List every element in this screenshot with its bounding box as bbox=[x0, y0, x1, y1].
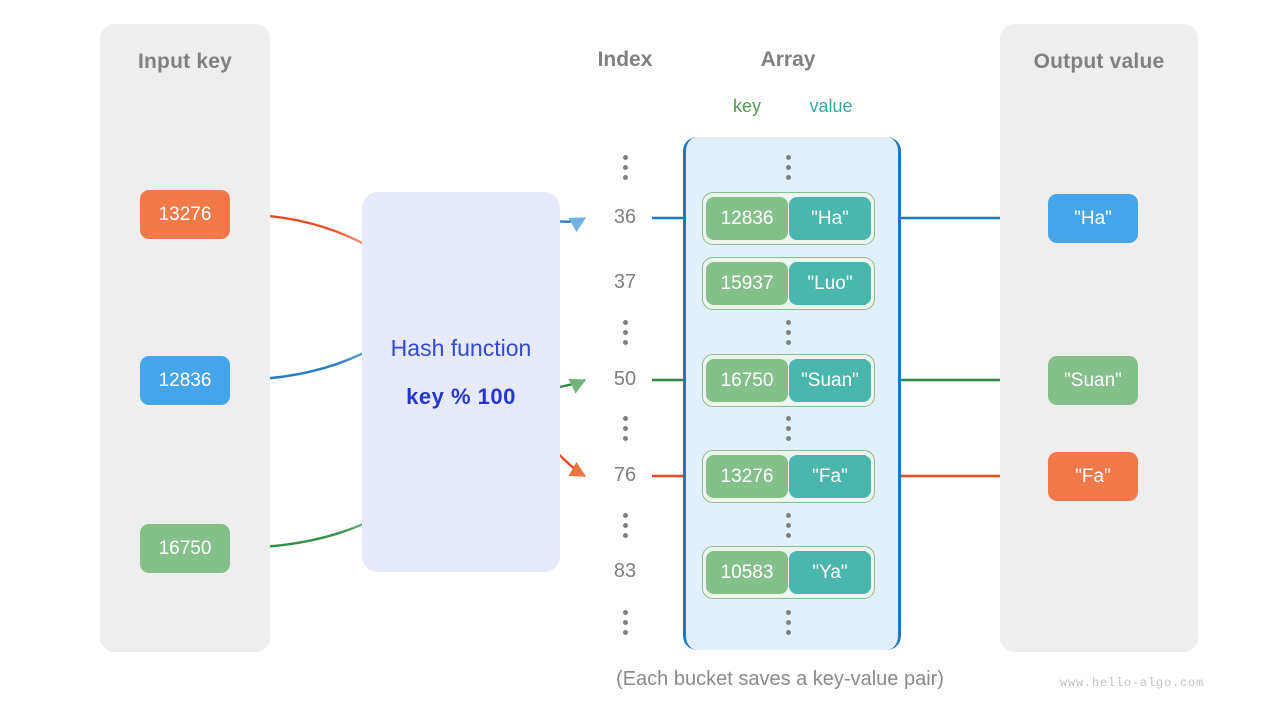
bucket-76-value: "Fa" bbox=[789, 455, 871, 498]
index-label-50: 50 bbox=[613, 368, 637, 390]
index-label-83: 83 bbox=[613, 560, 637, 582]
array-ellipsis-top bbox=[785, 155, 791, 180]
index-ellipsis-3 bbox=[622, 416, 628, 441]
output-panel-title: Output value bbox=[1033, 50, 1165, 73]
bucket-36-value: "Ha" bbox=[789, 197, 871, 240]
index-column-header: Index bbox=[597, 48, 653, 71]
output-value-Suan[interactable]: "Suan" bbox=[1048, 356, 1138, 405]
input-key-16750[interactable]: 16750 bbox=[140, 524, 230, 573]
value-sub-header: value bbox=[809, 96, 853, 116]
bucket-index-50[interactable]: 16750 "Suan" bbox=[702, 354, 875, 407]
array-ellipsis-2 bbox=[785, 320, 791, 345]
output-value-panel: Output value bbox=[1000, 24, 1198, 652]
bucket-37-value: "Luo" bbox=[789, 262, 871, 305]
hash-function-title: Hash function bbox=[390, 335, 532, 361]
bucket-index-36[interactable]: 12836 "Ha" bbox=[702, 192, 875, 245]
input-panel-title: Input key bbox=[138, 50, 232, 73]
key-sub-header: key bbox=[732, 96, 761, 116]
bucket-36-key: 12836 bbox=[706, 197, 788, 240]
bucket-37-key: 15937 bbox=[706, 262, 788, 305]
index-ellipsis-bottom bbox=[622, 610, 628, 635]
bucket-83-key: 10583 bbox=[706, 551, 788, 594]
bucket-83-value: "Ya" bbox=[789, 551, 871, 594]
bucket-index-83[interactable]: 10583 "Ya" bbox=[702, 546, 875, 599]
bucket-50-key: 16750 bbox=[706, 359, 788, 402]
bucket-76-key: 13276 bbox=[706, 455, 788, 498]
bucket-index-76[interactable]: 13276 "Fa" bbox=[702, 450, 875, 503]
output-value-Ha[interactable]: "Ha" bbox=[1048, 194, 1138, 243]
array-ellipsis-3 bbox=[785, 416, 791, 441]
index-ellipsis-top bbox=[622, 155, 628, 180]
array-ellipsis-4 bbox=[785, 513, 791, 538]
watermark: www.hello-algo.com bbox=[1060, 676, 1205, 690]
index-label-36: 36 bbox=[613, 206, 637, 228]
input-key-13276[interactable]: 13276 bbox=[140, 190, 230, 239]
index-ellipsis-4 bbox=[622, 513, 628, 538]
bucket-50-value: "Suan" bbox=[789, 359, 871, 402]
index-ellipsis-2 bbox=[622, 320, 628, 345]
hash-function-formula: key % 100 bbox=[406, 384, 516, 409]
output-value-Fa[interactable]: "Fa" bbox=[1048, 452, 1138, 501]
diagram-caption: (Each bucket saves a key-value pair) bbox=[616, 668, 944, 690]
array-ellipsis-bottom bbox=[785, 610, 791, 635]
array-column-header: Array bbox=[760, 48, 816, 71]
hash-function-box: Hash function key % 100 bbox=[362, 192, 560, 572]
index-label-76: 76 bbox=[613, 464, 637, 486]
index-label-37: 37 bbox=[613, 271, 637, 293]
input-key-12836[interactable]: 12836 bbox=[140, 356, 230, 405]
bucket-index-37[interactable]: 15937 "Luo" bbox=[702, 257, 875, 310]
